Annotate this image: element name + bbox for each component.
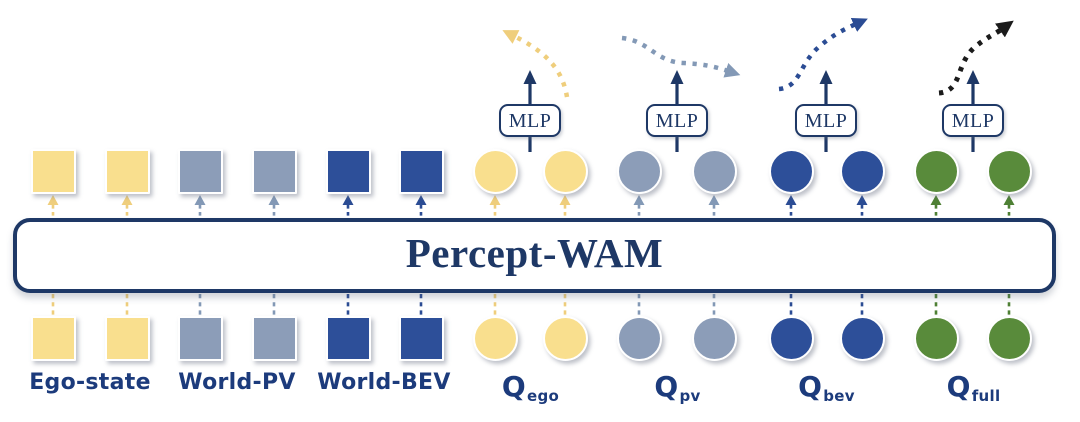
q-pv-token-top [691,149,737,194]
percept-wam-title: Percept-WAM [405,230,664,276]
label-ego-state: Ego-state [29,370,151,395]
mlp-arrowhead [670,70,684,84]
label-world-pv: World-PV [178,370,296,395]
q-full-token-bottom [986,316,1032,361]
output-arrowhead [342,195,354,205]
prediction-arrow-slate [621,35,741,78]
ego-state-token-bottom [104,316,150,361]
ego-state-token-top [104,149,150,194]
label-q-ego: Qego [501,370,560,405]
output-arrowhead [785,195,797,205]
output-arrowhead [856,195,868,205]
ego-state-token-bottom [30,316,76,361]
label-q-pv: Qpv [654,370,701,405]
output-arrowhead [121,195,133,205]
mlp-box-q-pv: MLP [646,104,708,137]
mlp-label: MLP [804,109,848,132]
prediction-arrow-blue [778,17,868,92]
label-subscript: ego [526,387,560,405]
world-pv-token-top [177,149,223,194]
world-pv-token-bottom [177,316,223,361]
prediction-arrow-yellow [502,30,570,98]
label-world-bev: World-BEV [317,370,451,395]
mlp-label: MLP [655,109,699,132]
output-arrowhead [415,195,427,205]
q-ego-token-bottom [542,316,588,361]
q-pv-token-top [616,149,662,194]
mlp-box-q-full: MLP [942,104,1004,137]
label-main: Q [501,370,526,403]
label-subscript: pv [679,387,701,405]
output-arrowhead [559,195,571,205]
mlp-label: MLP [951,109,995,132]
label-subscript: full [971,387,1001,405]
output-arrowhead [268,195,280,205]
output-arrowhead [1003,195,1015,205]
world-bev-token-top [398,149,444,194]
q-bev-token-top [768,149,814,194]
mlp-arrowhead [819,70,833,84]
q-bev-token-top [839,149,885,194]
q-ego-token-top [542,149,588,194]
mlp-arrowhead [966,70,980,84]
output-arrowhead [47,195,59,205]
mlp-box-q-ego: MLP [499,104,561,137]
mlp-label: MLP [508,109,552,132]
q-ego-token-bottom [472,316,518,361]
q-bev-token-bottom [839,316,885,361]
label-q-full: Qfull [946,370,1001,405]
q-pv-token-bottom [691,316,737,361]
label-subscript: bev [823,387,855,405]
output-arrowhead [194,195,206,205]
output-arrowhead [930,195,942,205]
mlp-arrowhead [523,70,537,84]
q-full-token-top [913,149,959,194]
world-pv-token-top [251,149,297,194]
world-pv-token-bottom [251,316,297,361]
q-ego-token-top [472,149,518,194]
label-main: Q [798,370,823,403]
world-bev-token-bottom [398,316,444,361]
q-full-token-bottom [913,316,959,361]
q-full-token-top [986,149,1032,194]
world-bev-token-bottom [325,316,371,361]
world-bev-token-top [325,149,371,194]
q-pv-token-bottom [616,316,662,361]
label-main: Q [946,370,971,403]
output-arrowhead [633,195,645,205]
mlp-box-q-bev: MLP [795,104,857,137]
output-arrowhead [708,195,720,205]
ego-state-token-top [30,149,76,194]
percept-wam-box: Percept-WAM [13,218,1056,293]
label-q-bev: Qbev [798,370,855,405]
label-main: Q [654,370,679,403]
output-arrowhead [489,195,501,205]
q-bev-token-bottom [768,316,814,361]
